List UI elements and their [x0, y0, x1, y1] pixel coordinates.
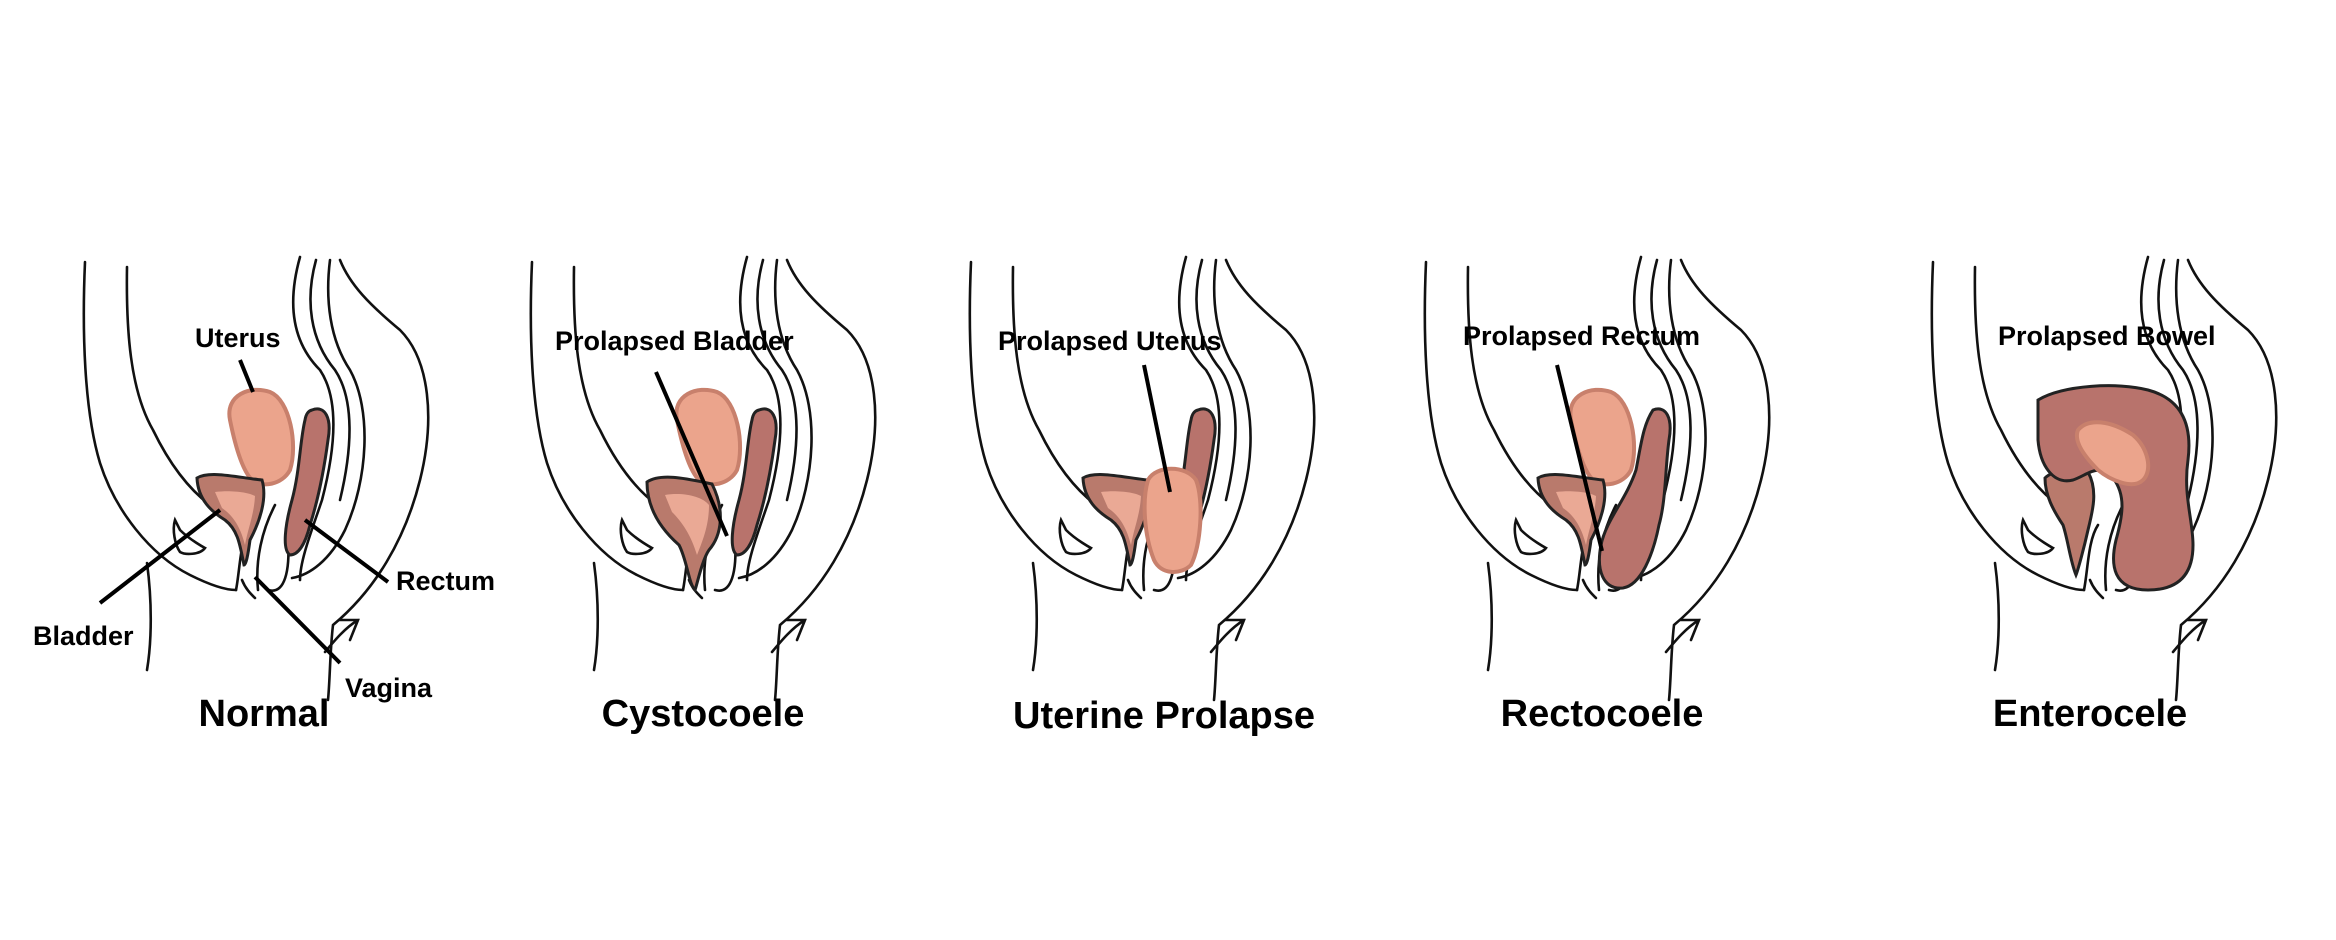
uterus [227, 387, 296, 487]
prolapsed-uterus [1142, 466, 1203, 574]
label-prolapsed-bowel: Prolapsed Bowel [1998, 321, 2216, 351]
panel-enterocele: Prolapsed Bowel Enterocele [1930, 255, 2278, 735]
label-bladder: Bladder [33, 621, 134, 651]
panel-uterine-prolapse: Prolapsed Uterus Uterine Prolapse [968, 255, 1316, 737]
panel-cystocoele: Prolapsed Bladder Cystocoele [529, 255, 877, 735]
prolapsed-bladder [645, 475, 722, 593]
label-prolapsed-bladder: Prolapsed Bladder [555, 326, 794, 356]
label-prolapsed-uterus: Prolapsed Uterus [998, 326, 1222, 356]
uterus [1568, 387, 1637, 487]
panel-title: Enterocele [1993, 693, 2187, 735]
panel-title: Normal [199, 693, 330, 735]
label-prolapsed-rectum: Prolapsed Rectum [1463, 321, 1700, 351]
panel-title: Cystocoele [602, 693, 805, 735]
panel-title: Rectocoele [1501, 693, 1704, 735]
panel-title: Uterine Prolapse [1013, 695, 1315, 737]
uterus [2074, 420, 2151, 487]
panel-normal: Uterus Bladder Rectum Vagina Normal [33, 255, 495, 735]
bladder [2043, 468, 2096, 580]
bladder [1081, 473, 1152, 567]
label-vagina: Vagina [345, 673, 433, 703]
label-rectum: Rectum [396, 566, 495, 596]
label-uterus: Uterus [195, 323, 281, 353]
prolapsed-rectum [1597, 407, 1672, 590]
panel-rectocoele: Prolapsed Rectum Rectocoele [1423, 255, 1771, 735]
